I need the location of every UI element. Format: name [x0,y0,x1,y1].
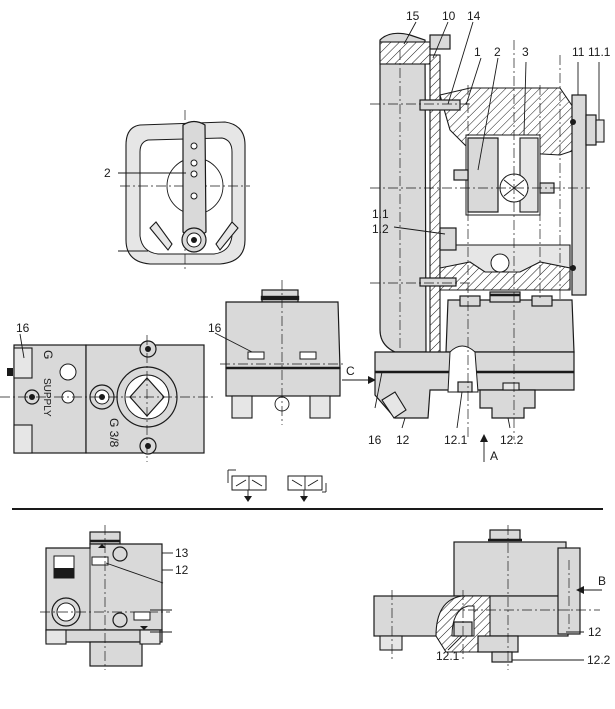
valve-symbol-right [287,475,327,502]
callout-1: 1 [474,45,481,59]
callout-12-1-mid: 12.1 [444,433,468,447]
lever-detail-view [120,110,250,272]
callout-16-bottom: 16 [368,433,382,447]
block-bottom-left-view [40,525,170,670]
callout-14: 14 [467,9,481,23]
callout-2-lever: 2 [104,166,111,180]
callout-11-1: 11.1 [588,45,611,59]
callout-2-section: 2 [494,45,501,59]
callout-12-bottom-left: 12 [175,563,189,577]
callout-16-left: 16 [16,321,30,335]
callout-16-mid: 16 [208,321,222,335]
callout-12-2-mid: 12.2 [500,433,524,447]
valve-symbol-left [227,469,267,502]
callout-1-2: 1.2 [372,222,389,236]
callout-1-1: 1.1 [372,207,389,221]
solenoid-front-view [220,280,345,425]
port-label-g-left: G [41,350,55,359]
view-marker-b: B [598,574,606,588]
callout-3: 3 [522,45,529,59]
callout-11: 11 [572,45,585,59]
callout-12-bottom-right: 12 [588,625,602,639]
view-marker-c: C [346,364,355,378]
callout-15: 15 [406,9,420,23]
callout-12-1-bottom-right: 12.1 [436,649,460,663]
view-marker-a: A [490,449,498,463]
port-label-g-thread: G 3/8 [107,418,121,448]
callout-12-2-bottom-right: 12.2 [587,653,611,667]
port-label-supply: SUPPLY [41,378,52,417]
section-bottom-right-view [373,525,600,670]
callout-12-mid: 12 [396,433,410,447]
actuator-section-view [370,32,605,440]
callout-13: 13 [175,546,189,560]
block-side-view [0,335,214,462]
callout-10: 10 [442,9,456,23]
